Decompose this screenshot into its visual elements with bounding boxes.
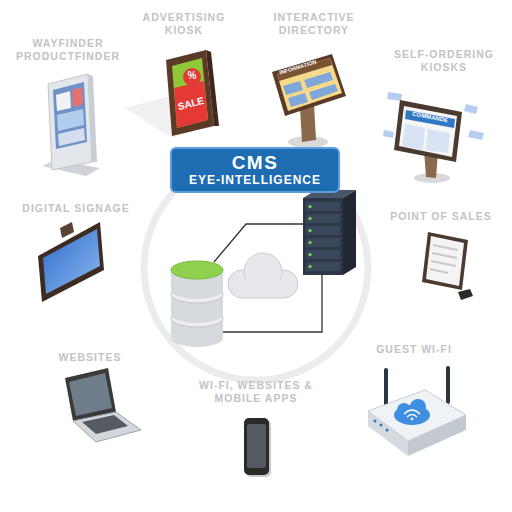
device-label: INTERACTIVE DIRECTORY	[258, 11, 370, 37]
wifi-router	[368, 368, 466, 456]
server-rack	[303, 190, 356, 275]
device-label: POINT OF SALES	[376, 210, 506, 223]
laptop	[65, 368, 141, 442]
cms-box: CMSEYE-INTELLIGENCE	[170, 147, 340, 193]
device-label: WAYFINDER PRODUCTFINDER	[4, 37, 132, 63]
screen-text: %	[182, 70, 202, 83]
device-label: DIGITAL SIGNAGE	[2, 202, 150, 215]
self-ordering-kiosk	[383, 92, 484, 183]
cms-infrastructure	[171, 190, 356, 347]
device-label: ADVERTISING KIOSK	[128, 11, 240, 37]
digital-signage	[38, 222, 104, 302]
advertising-kiosk	[125, 50, 220, 138]
wayfinder-kiosk	[42, 74, 100, 176]
device-label: WEBSITES	[38, 351, 142, 364]
node-subtitle: EYE-INTELLIGENCE	[189, 173, 321, 188]
device-label: WI-FI, WEBSITES & MOBILE APPS	[180, 379, 332, 405]
device-label: SELF-ORDERING KIOSKS	[378, 48, 510, 74]
node-heading: CMS	[232, 152, 279, 173]
mobile-phone	[244, 418, 271, 477]
database	[171, 261, 223, 347]
cloud	[228, 253, 298, 298]
point-of-sales	[422, 232, 473, 300]
device-label: GUEST WI-FI	[352, 343, 476, 356]
